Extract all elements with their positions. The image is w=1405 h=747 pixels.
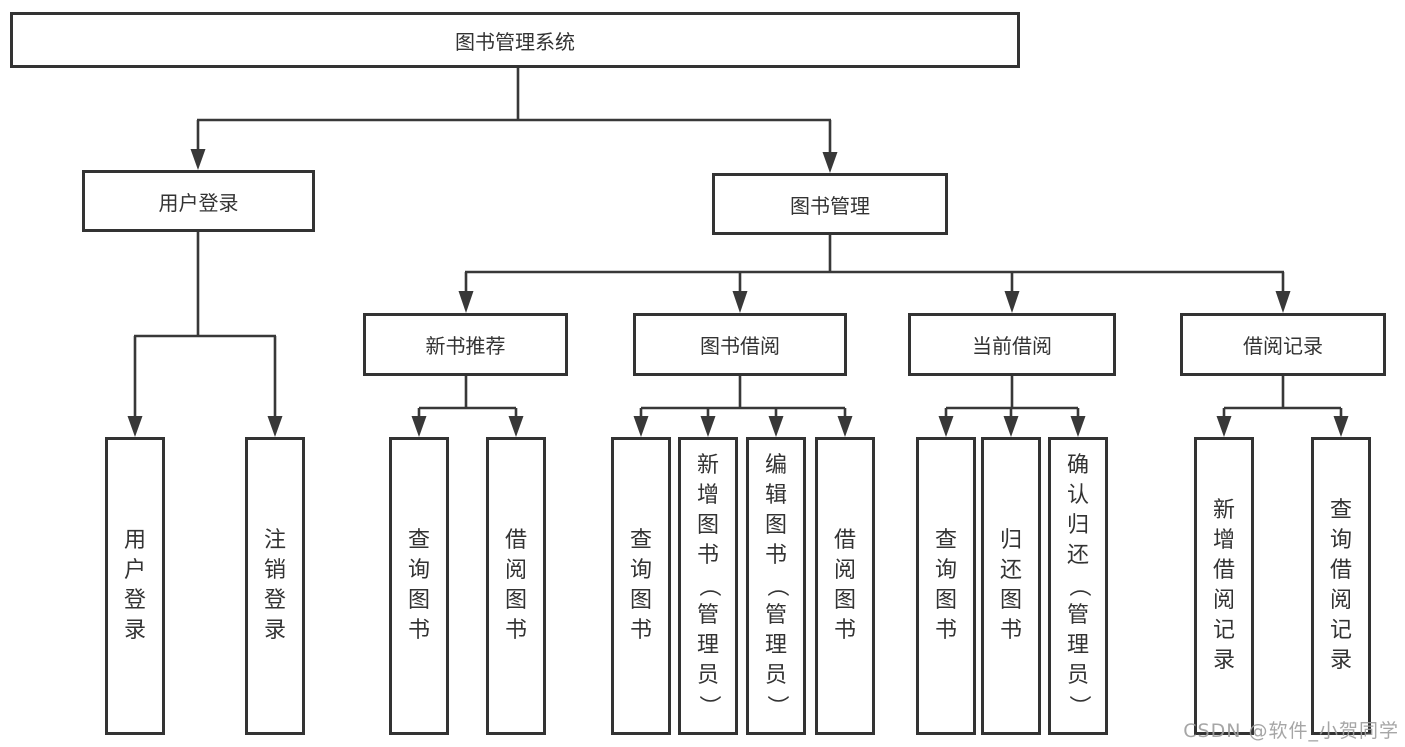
leaf-query-books-current: 查询图书 (916, 437, 976, 735)
node-book-borrow-label: 图书借阅 (700, 334, 780, 358)
node-book-management-label: 图书管理 (790, 193, 870, 218)
leaf-add-borrow-record: 新增借阅记录 (1194, 437, 1254, 735)
node-borrow-records-label: 借阅记录 (1243, 334, 1323, 358)
node-new-book-recommend-label: 新书推荐 (425, 334, 506, 358)
node-root: 图书管理系统 (10, 12, 1020, 68)
leaf-user-login: 用户登录 (105, 437, 165, 735)
node-borrow-records: 借阅记录 (1180, 313, 1386, 376)
csdn-watermark: CSDN @软件_小贺同学 (1183, 720, 1399, 742)
node-book-borrow: 图书借阅 (633, 313, 847, 376)
leaf-edit-books-admin: 编辑图书（管理员） (746, 437, 806, 735)
leaf-query-borrow-record: 查询借阅记录 (1311, 437, 1371, 735)
leaf-logout: 注销登录 (245, 437, 305, 735)
node-root-label: 图书管理系统 (455, 29, 575, 54)
node-new-book-recommend: 新书推荐 (363, 313, 568, 376)
leaf-borrow-books-recommend: 借阅图书 (486, 437, 546, 735)
node-user-login-label: 用户登录 (158, 190, 239, 215)
leaf-query-books-borrow: 查询图书 (611, 437, 671, 735)
node-current-borrow-label: 当前借阅 (972, 334, 1052, 358)
leaf-confirm-return-admin: 确认归还（管理员） (1048, 437, 1108, 735)
leaf-return-books: 归还图书 (981, 437, 1041, 735)
node-book-management: 图书管理 (712, 173, 948, 235)
connector-strokes (133, 68, 1343, 416)
node-user-login: 用户登录 (82, 170, 315, 232)
leaf-borrow-books: 借阅图书 (815, 437, 875, 735)
leaf-add-books-admin: 新增图书（管理员） (678, 437, 738, 735)
node-current-borrow: 当前借阅 (908, 313, 1116, 376)
leaf-query-books-recommend: 查询图书 (389, 437, 449, 735)
arrowheads (127, 149, 1349, 437)
